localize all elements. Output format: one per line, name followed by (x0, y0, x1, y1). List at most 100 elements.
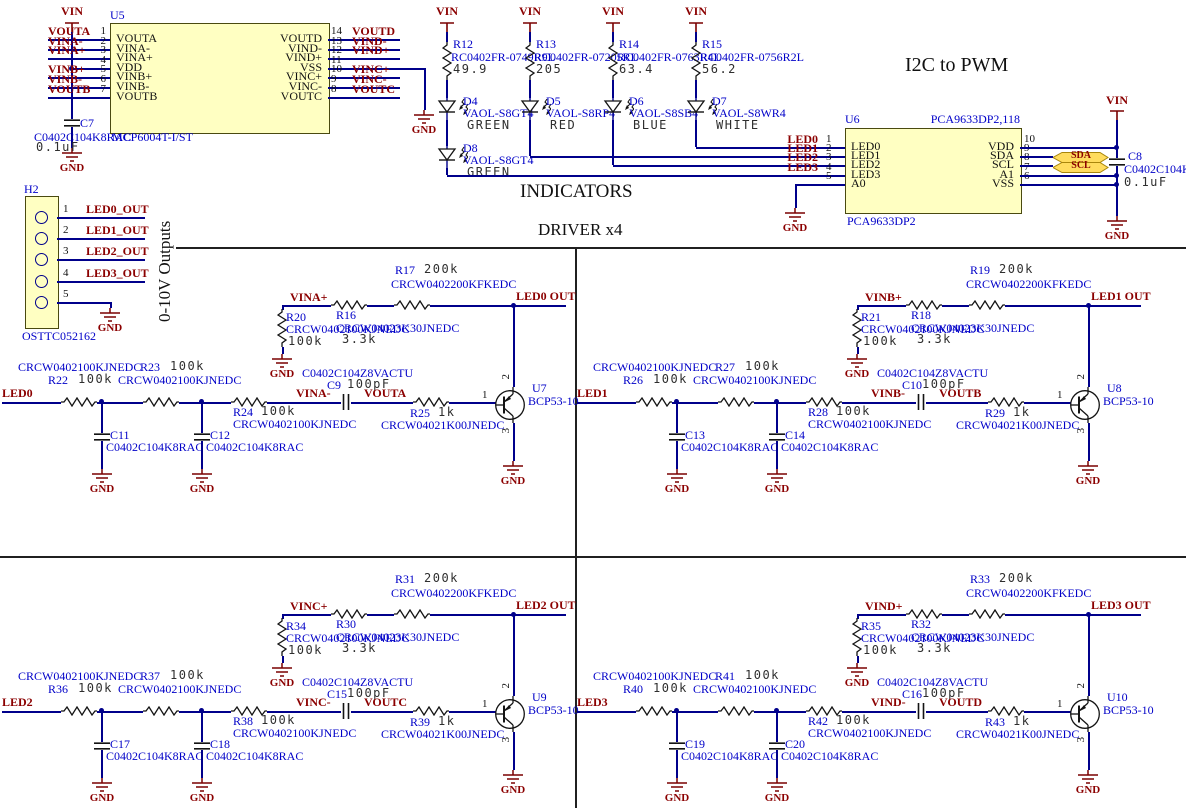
gnd-symbol[interactable]: GND (1076, 461, 1100, 487)
wire[interactable] (57, 217, 145, 219)
wire[interactable] (101, 402, 103, 433)
wire[interactable] (367, 305, 394, 307)
transistor[interactable] (494, 387, 530, 423)
wire[interactable] (179, 402, 231, 404)
resistor[interactable] (394, 609, 430, 619)
wire[interactable] (695, 32, 697, 42)
capacitor[interactable] (916, 703, 926, 719)
wire[interactable] (612, 32, 614, 42)
wire[interactable] (57, 302, 110, 304)
capacitor[interactable] (64, 119, 80, 127)
wire[interactable] (1020, 175, 1117, 177)
wire[interactable] (1024, 402, 1071, 404)
wire[interactable] (776, 750, 778, 778)
wire[interactable] (101, 441, 103, 469)
wire[interactable] (676, 441, 678, 469)
wire[interactable] (529, 120, 531, 156)
wire[interactable] (857, 305, 859, 310)
gnd-symbol[interactable]: GND (665, 469, 689, 495)
transistor[interactable] (494, 696, 530, 732)
net-label[interactable]: VINC+ (352, 62, 390, 76)
wire[interactable] (1020, 156, 1053, 158)
wire[interactable] (529, 32, 531, 42)
wire[interactable] (101, 711, 103, 742)
wire[interactable] (201, 441, 203, 469)
capacitor[interactable] (341, 394, 351, 410)
resistor[interactable] (718, 397, 754, 407)
wire[interactable] (72, 68, 110, 70)
wire[interactable] (1005, 305, 1141, 307)
wire[interactable] (695, 80, 697, 98)
net-label[interactable]: VIND+ (865, 599, 903, 613)
net-label[interactable]: VOUTA (48, 24, 91, 38)
port-scl[interactable]: SCL (1051, 160, 1109, 173)
net-label[interactable]: LED1 (787, 141, 818, 155)
wire[interactable] (2, 402, 61, 404)
net-label[interactable]: VINB+ (48, 62, 85, 76)
net-label[interactable]: VOUTC (352, 82, 396, 96)
wire[interactable] (328, 97, 400, 99)
wire[interactable] (57, 238, 145, 240)
net-label[interactable]: LED3 (787, 160, 818, 174)
wire[interactable] (857, 614, 906, 616)
net-label[interactable]: VOUTA (364, 386, 407, 400)
net-label[interactable]: VIND- (352, 34, 387, 48)
wire[interactable] (577, 402, 636, 404)
gnd-symbol[interactable]: GND (90, 778, 114, 804)
wire[interactable] (48, 77, 110, 79)
resistor[interactable] (969, 609, 1005, 619)
wire[interactable] (530, 156, 845, 158)
wire[interactable] (48, 58, 110, 60)
wire[interactable] (842, 402, 916, 404)
gnd-symbol[interactable]: GND (98, 308, 122, 334)
net-label[interactable]: VOUTC (364, 695, 408, 709)
wire[interactable] (367, 614, 394, 616)
wire[interactable] (351, 711, 413, 713)
wire[interactable] (446, 80, 448, 98)
net-label[interactable]: VOUTD (352, 24, 396, 38)
wire[interactable] (1088, 614, 1090, 696)
net-label[interactable]: LED1 (577, 386, 608, 400)
wire[interactable] (1020, 147, 1117, 149)
net-label[interactable]: LED3_OUT (86, 266, 149, 280)
wire[interactable] (1005, 614, 1141, 616)
wire[interactable] (529, 80, 531, 98)
wire[interactable] (612, 120, 614, 165)
ic-u5[interactable] (110, 23, 330, 134)
vin-power-icon[interactable] (439, 22, 455, 32)
wire[interactable] (449, 402, 496, 404)
gnd-symbol[interactable]: GND (1105, 216, 1129, 242)
wire[interactable] (926, 402, 988, 404)
net-label[interactable]: LED0 (2, 386, 33, 400)
wire[interactable] (57, 281, 145, 283)
net-label[interactable]: LED2_OUT (86, 244, 149, 258)
wire[interactable] (942, 305, 969, 307)
wire[interactable] (776, 402, 778, 433)
wire[interactable] (328, 49, 400, 51)
gnd-symbol[interactable]: GND (665, 778, 689, 804)
transistor[interactable] (1069, 696, 1105, 732)
wire[interactable] (110, 302, 112, 308)
wire[interactable] (1088, 305, 1090, 387)
net-label[interactable]: LED2 (2, 695, 33, 709)
wire[interactable] (71, 32, 73, 119)
wire[interactable] (446, 120, 448, 146)
wire[interactable] (328, 68, 424, 70)
wire[interactable] (1088, 732, 1090, 770)
wire[interactable] (430, 305, 566, 307)
gnd-symbol[interactable]: GND (60, 148, 84, 174)
wire[interactable] (282, 305, 284, 310)
wire[interactable] (1024, 711, 1071, 713)
resistor[interactable] (718, 706, 754, 716)
net-label[interactable]: LED0_OUT (86, 202, 149, 216)
gnd-symbol[interactable]: GND (501, 770, 525, 796)
wire[interactable] (776, 441, 778, 469)
gnd-symbol[interactable]: GND (765, 469, 789, 495)
vin-power-icon[interactable] (605, 22, 621, 32)
wire[interactable] (282, 305, 331, 307)
wire[interactable] (857, 614, 859, 619)
wire[interactable] (942, 614, 969, 616)
wire[interactable] (857, 305, 906, 307)
wire[interactable] (97, 402, 143, 404)
wire[interactable] (676, 711, 678, 742)
